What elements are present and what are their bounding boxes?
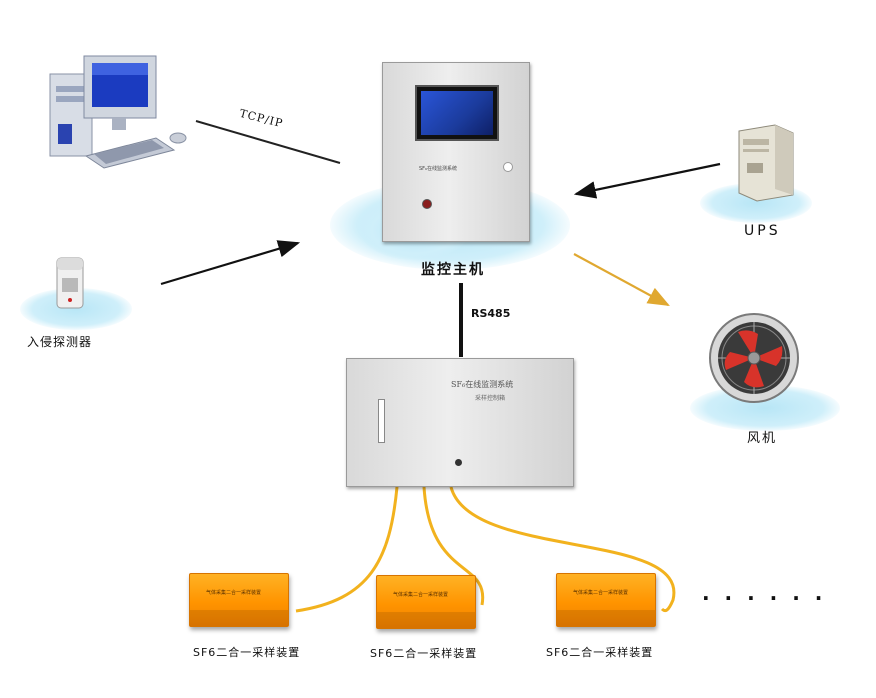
host-screen [421, 91, 493, 135]
sampler-2: 气体采集二合一采样装置 [376, 575, 476, 629]
ups-arrow [573, 162, 721, 199]
tcp-ip-link [195, 120, 341, 164]
host-screen-bezel [415, 85, 499, 141]
cable-3 [449, 486, 676, 613]
fan-label: 风机 [747, 431, 778, 446]
sampler-plate: 气体采集二合一采样装置 [206, 590, 262, 596]
sampler-label: SF6二合一采样装置 [370, 647, 478, 660]
more-samplers-ellipsis: · · · · · · [702, 586, 827, 610]
ups-icon [735, 123, 797, 203]
host-panel-text: SF₆在线监测系统 [419, 166, 458, 172]
fan-icon [708, 312, 800, 404]
host-indicator-icon [503, 162, 513, 172]
collector-title: SF₆在线监测系统 [451, 380, 514, 389]
host-power-button [422, 199, 432, 209]
monitor-host-label: 监控主机 [421, 262, 485, 278]
monitor-host-cabinet: SF₆在线监测系统 [382, 62, 530, 242]
intrusion-arrow [160, 240, 301, 286]
sampler-1: 气体采集二合一采样装置 [189, 573, 289, 627]
sampler-plate: 气体采集二合一采样装置 [573, 590, 629, 596]
collector-box: SF₆在线监测系统 采样控制箱 [346, 358, 574, 487]
cable-1 [295, 486, 399, 613]
intrusion-detector-icon [54, 256, 86, 312]
computer-icon [46, 46, 196, 178]
collector-lock [455, 459, 462, 466]
ups-label: UPS [744, 223, 781, 239]
collector-subtitle: 采样控制箱 [475, 395, 506, 402]
sampler-label: SF6二合一采样装置 [546, 646, 654, 659]
sampler-plate: 气体采集二合一采样装置 [393, 592, 449, 598]
sampler-label: SF6二合一采样装置 [193, 646, 301, 659]
rs485-label: RS485 [471, 307, 511, 320]
fan-arrow [573, 253, 670, 307]
collector-latch [378, 399, 385, 443]
intrusion-label: 入侵探测器 [27, 335, 93, 349]
sampler-3: 气体采集二合一采样装置 [556, 573, 656, 627]
cable-2 [422, 486, 485, 606]
